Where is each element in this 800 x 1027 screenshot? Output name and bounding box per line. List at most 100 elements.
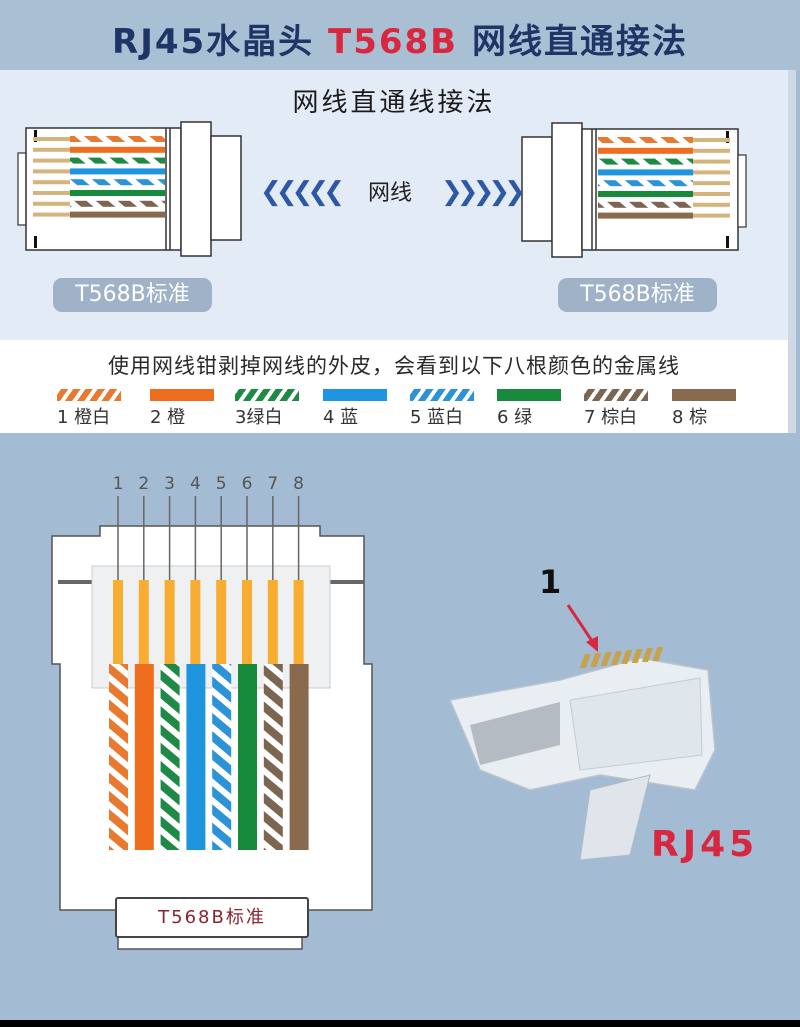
- side-wire-6: [70, 190, 165, 196]
- side-wire-5: [70, 179, 165, 186]
- wire-1: [109, 664, 128, 850]
- side-contact: [33, 137, 70, 141]
- side-contact: [693, 159, 730, 164]
- wire-5: [212, 664, 232, 850]
- gold-contact: [242, 580, 252, 666]
- right-connector-side-view: [521, 122, 747, 258]
- rj45-label: RJ45: [651, 824, 759, 865]
- side-contact: [33, 169, 70, 174]
- wire-7: [263, 664, 283, 850]
- pin-number: 4: [189, 474, 201, 494]
- pin-number: 8: [293, 474, 304, 494]
- wire-8: [289, 664, 309, 850]
- gold-contact: [190, 580, 201, 666]
- legend-label: 1 橙白: [57, 407, 111, 428]
- legend-swatch: [235, 389, 299, 401]
- wire-6: [238, 664, 257, 850]
- legend-swatch: [584, 389, 648, 401]
- side-contact: [693, 138, 730, 142]
- side-wire-7: [598, 201, 693, 208]
- side-contact: [33, 180, 70, 185]
- page-title: RJ45水晶头 T568B 网线直通接法: [0, 14, 800, 63]
- straight-through-subtitle: 网线直通线接法: [292, 88, 496, 118]
- side-wire-8: [598, 212, 693, 219]
- rj45-front-view-diagram: [51, 496, 373, 950]
- side-wire-2: [70, 146, 165, 153]
- legend-item: 1 橙白: [57, 389, 137, 429]
- legend-swatch: [150, 389, 214, 401]
- cable-label: 网线: [367, 181, 412, 206]
- bottom-border: [0, 1020, 800, 1027]
- legend-item: 7 棕白: [584, 389, 664, 429]
- legend-item: 5 蓝白: [410, 389, 490, 429]
- left-connector-side-view: [17, 121, 242, 257]
- gold-contact: [267, 580, 278, 666]
- pin-number: 7: [267, 474, 279, 494]
- legend-label: 2 橙: [150, 407, 186, 428]
- gold-contact: [293, 580, 304, 666]
- gold-contact: [164, 580, 175, 666]
- pin-number: 1: [112, 474, 124, 494]
- side-contact: [33, 147, 70, 152]
- side-wire-1: [598, 137, 693, 143]
- title-suffix: 网线直通接法: [458, 22, 688, 62]
- side-contact: [33, 191, 70, 195]
- legend-item: 4 蓝: [323, 389, 403, 429]
- legend-item: 8 棕: [672, 389, 752, 429]
- side-wire-4: [598, 169, 693, 176]
- side-contact: [33, 158, 70, 163]
- title-bar: [0, 0, 800, 70]
- side-contact: [693, 192, 730, 196]
- side-contact: [693, 148, 730, 153]
- side-wire-6: [598, 191, 693, 197]
- gold-contact: [216, 580, 227, 666]
- legend-label: 4 蓝: [323, 407, 359, 428]
- left-standard-badge: T568B标准: [53, 278, 212, 312]
- legend-item: 2 橙: [150, 389, 230, 429]
- side-contact: [693, 202, 730, 207]
- pin-1-arrow-icon: [566, 604, 598, 652]
- pin-number: 3: [164, 474, 175, 494]
- pin-number: 2: [138, 474, 150, 494]
- wire-3: [160, 664, 180, 850]
- legend-label: 3绿白: [235, 407, 283, 428]
- side-wire-3: [598, 158, 693, 165]
- legend-swatch: [57, 389, 121, 401]
- legend-swatch: [672, 389, 736, 401]
- right-arrows-icon: ❯❯❯❯❯: [441, 177, 526, 207]
- wire-4: [186, 664, 206, 850]
- side-wire-7: [70, 200, 165, 207]
- legend-label: 7 棕白: [584, 407, 638, 428]
- side-wire-5: [598, 180, 693, 187]
- legend-item: 3绿白: [235, 389, 315, 429]
- side-wire-1: [70, 136, 165, 142]
- legend-item: 6 绿: [497, 389, 577, 429]
- side-wire-2: [598, 147, 693, 154]
- right-standard-badge: T568B标准: [558, 278, 717, 312]
- title-highlight: T568B: [328, 22, 459, 62]
- cable-direction-label: ❮❮❮❮❮ 网线 ❯❯❯❯❯: [250, 175, 530, 207]
- legend-title: 使用网线钳剥掉网线的外皮，会看到以下八根颜色的金属线: [108, 354, 680, 378]
- side-wire-3: [70, 157, 165, 164]
- side-contact: [693, 170, 730, 175]
- gold-contact: [113, 580, 123, 666]
- gold-contact: [138, 580, 149, 666]
- side-contact: [33, 212, 70, 217]
- left-arrows-icon: ❮❮❮❮❮: [260, 177, 345, 207]
- title-prefix: RJ45水晶头: [112, 22, 329, 62]
- wire-2: [134, 664, 154, 850]
- legend-swatch: [323, 389, 387, 401]
- legend-label: 5 蓝白: [410, 407, 464, 428]
- side-contact: [693, 213, 730, 218]
- wire-color-legend-panel: [0, 340, 796, 433]
- pin-number: 5: [215, 474, 227, 494]
- standard-plate-label: T568B标准: [115, 897, 309, 938]
- legend-swatch: [497, 389, 561, 401]
- legend-label: 6 绿: [497, 407, 533, 428]
- legend-swatch: [410, 389, 474, 401]
- side-contact: [693, 181, 730, 186]
- side-wire-4: [70, 168, 165, 175]
- side-wire-8: [70, 211, 165, 218]
- pin-1-marker: 1: [539, 563, 562, 601]
- legend-label: 8 棕: [672, 407, 708, 428]
